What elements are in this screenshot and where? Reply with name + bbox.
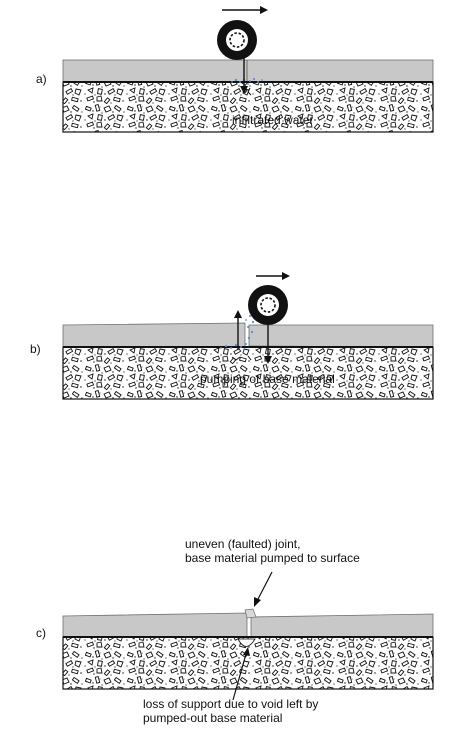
panel-b-water-droplets — [220, 308, 256, 351]
panel-c-annotation-bottom-line1: loss of support due to void left by — [143, 697, 318, 711]
panel-c-right-slab — [250, 613, 434, 638]
panel-b-left-slab — [62, 322, 246, 348]
panel-c-void-pointer-head — [243, 647, 250, 656]
load-arrow-icon — [264, 325, 272, 364]
panel-b: b) pumping of base — [30, 272, 434, 400]
slab-uplift-arrow-icon — [234, 310, 242, 350]
panel-b-label: b) — [30, 342, 41, 356]
panel-b-annotation: pumping of base material — [200, 372, 335, 386]
panel-c-annotation-top-line2: base material pumped to surface — [185, 551, 360, 565]
panel-c-joint-pointer — [256, 571, 273, 602]
panel-a-annotation: infiltrated water — [232, 113, 313, 127]
panel-c-pumped-material — [244, 608, 257, 619]
direction-arrow-icon — [256, 272, 290, 280]
panel-a-label: a) — [36, 72, 47, 86]
wheel-icon — [248, 285, 288, 325]
panel-c-left-slab — [62, 612, 248, 638]
panel-a-base-layer — [62, 81, 434, 133]
panel-a: a) infiltrated water — [36, 6, 434, 133]
panel-b-base-layer — [62, 346, 434, 400]
panel-b-right-slab — [248, 324, 434, 348]
direction-arrow-icon — [222, 6, 268, 14]
wheel-icon — [217, 20, 257, 60]
panel-a-concrete-slab — [62, 59, 434, 83]
panel-c-annotation-bottom-line2: pumped-out base material — [143, 711, 282, 725]
panel-c-label: c) — [36, 626, 46, 640]
panel-c-annotation-top-line1: uneven (faulted) joint, — [185, 537, 300, 551]
panel-b-void-marks — [231, 355, 252, 361]
panel-c-joint-pointer-head — [254, 597, 261, 607]
panel-c-void — [237, 638, 256, 647]
load-arrow-icon — [240, 55, 248, 94]
panel-c: c) uneven (faulted) joint, base material… — [36, 537, 434, 725]
panel-c-void-pointer — [232, 653, 247, 701]
